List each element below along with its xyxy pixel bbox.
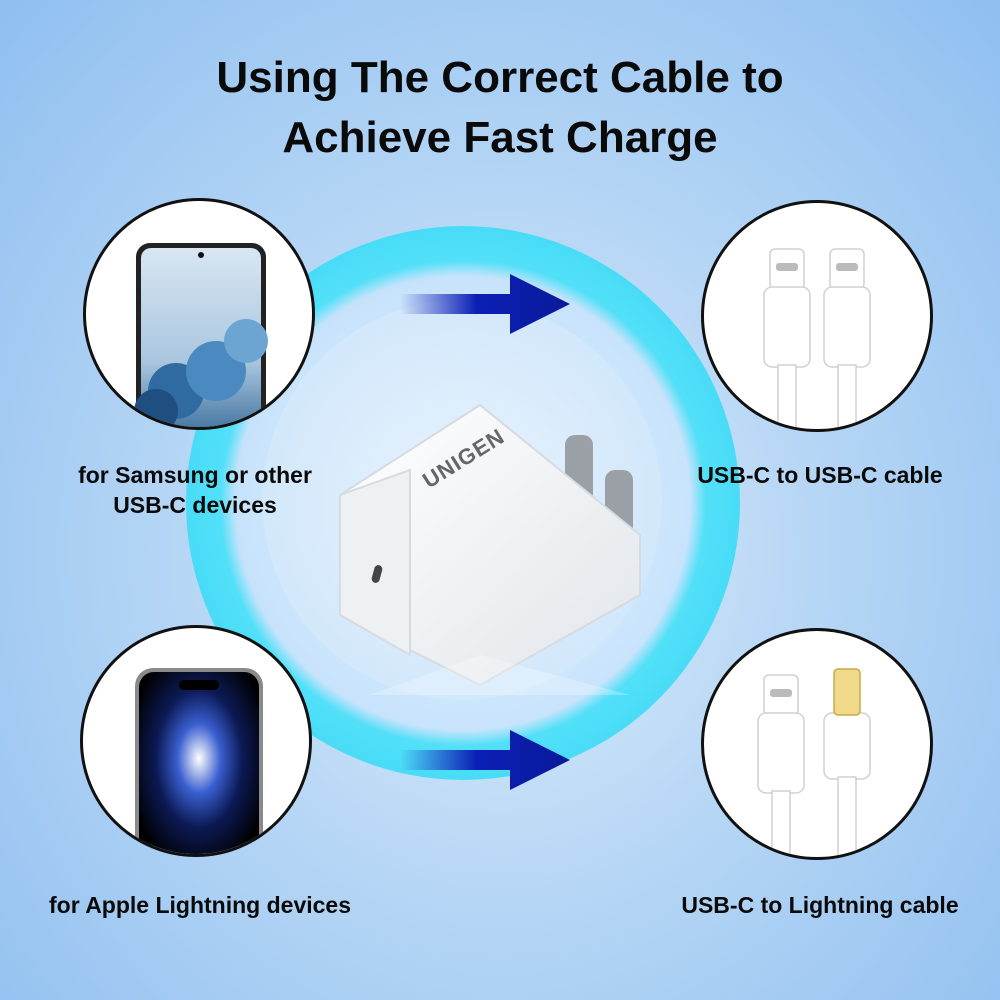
iphone-circle bbox=[80, 625, 312, 857]
page-title: Using The Correct Cable to Achieve Fast … bbox=[0, 48, 1000, 168]
arrow-right-top-icon bbox=[400, 274, 570, 334]
lightning-cable-label: USB-C to Lightning cable bbox=[655, 890, 985, 920]
charger-icon bbox=[339, 403, 641, 695]
samsung-phone-circle bbox=[83, 198, 315, 430]
usb-c-cable-circle bbox=[701, 200, 933, 432]
title-line-2: Achieve Fast Charge bbox=[282, 113, 718, 162]
lightning-cable-label-line-1: USB-C to Lightning cable bbox=[681, 892, 959, 918]
usb-c-cable-icon bbox=[763, 248, 871, 429]
samsung-label-line-1: for Samsung or other bbox=[78, 462, 312, 488]
samsung-phone-icon bbox=[134, 243, 268, 427]
arrow-right-bottom-icon bbox=[400, 730, 570, 790]
lightning-cable-circle bbox=[701, 628, 933, 860]
samsung-label-line-2: USB-C devices bbox=[113, 492, 277, 518]
iphone-icon bbox=[135, 668, 263, 854]
usb-c-cable-label-line-1: USB-C to USB-C cable bbox=[697, 462, 943, 488]
lightning-cable-icon bbox=[757, 668, 871, 857]
samsung-label: for Samsung or other USB-C devices bbox=[40, 460, 350, 520]
iphone-label: for Apple Lightning devices bbox=[30, 890, 370, 920]
title-line-1: Using The Correct Cable to bbox=[216, 53, 784, 102]
iphone-label-line-1: for Apple Lightning devices bbox=[49, 892, 351, 918]
usb-c-cable-label: USB-C to USB-C cable bbox=[660, 460, 980, 490]
